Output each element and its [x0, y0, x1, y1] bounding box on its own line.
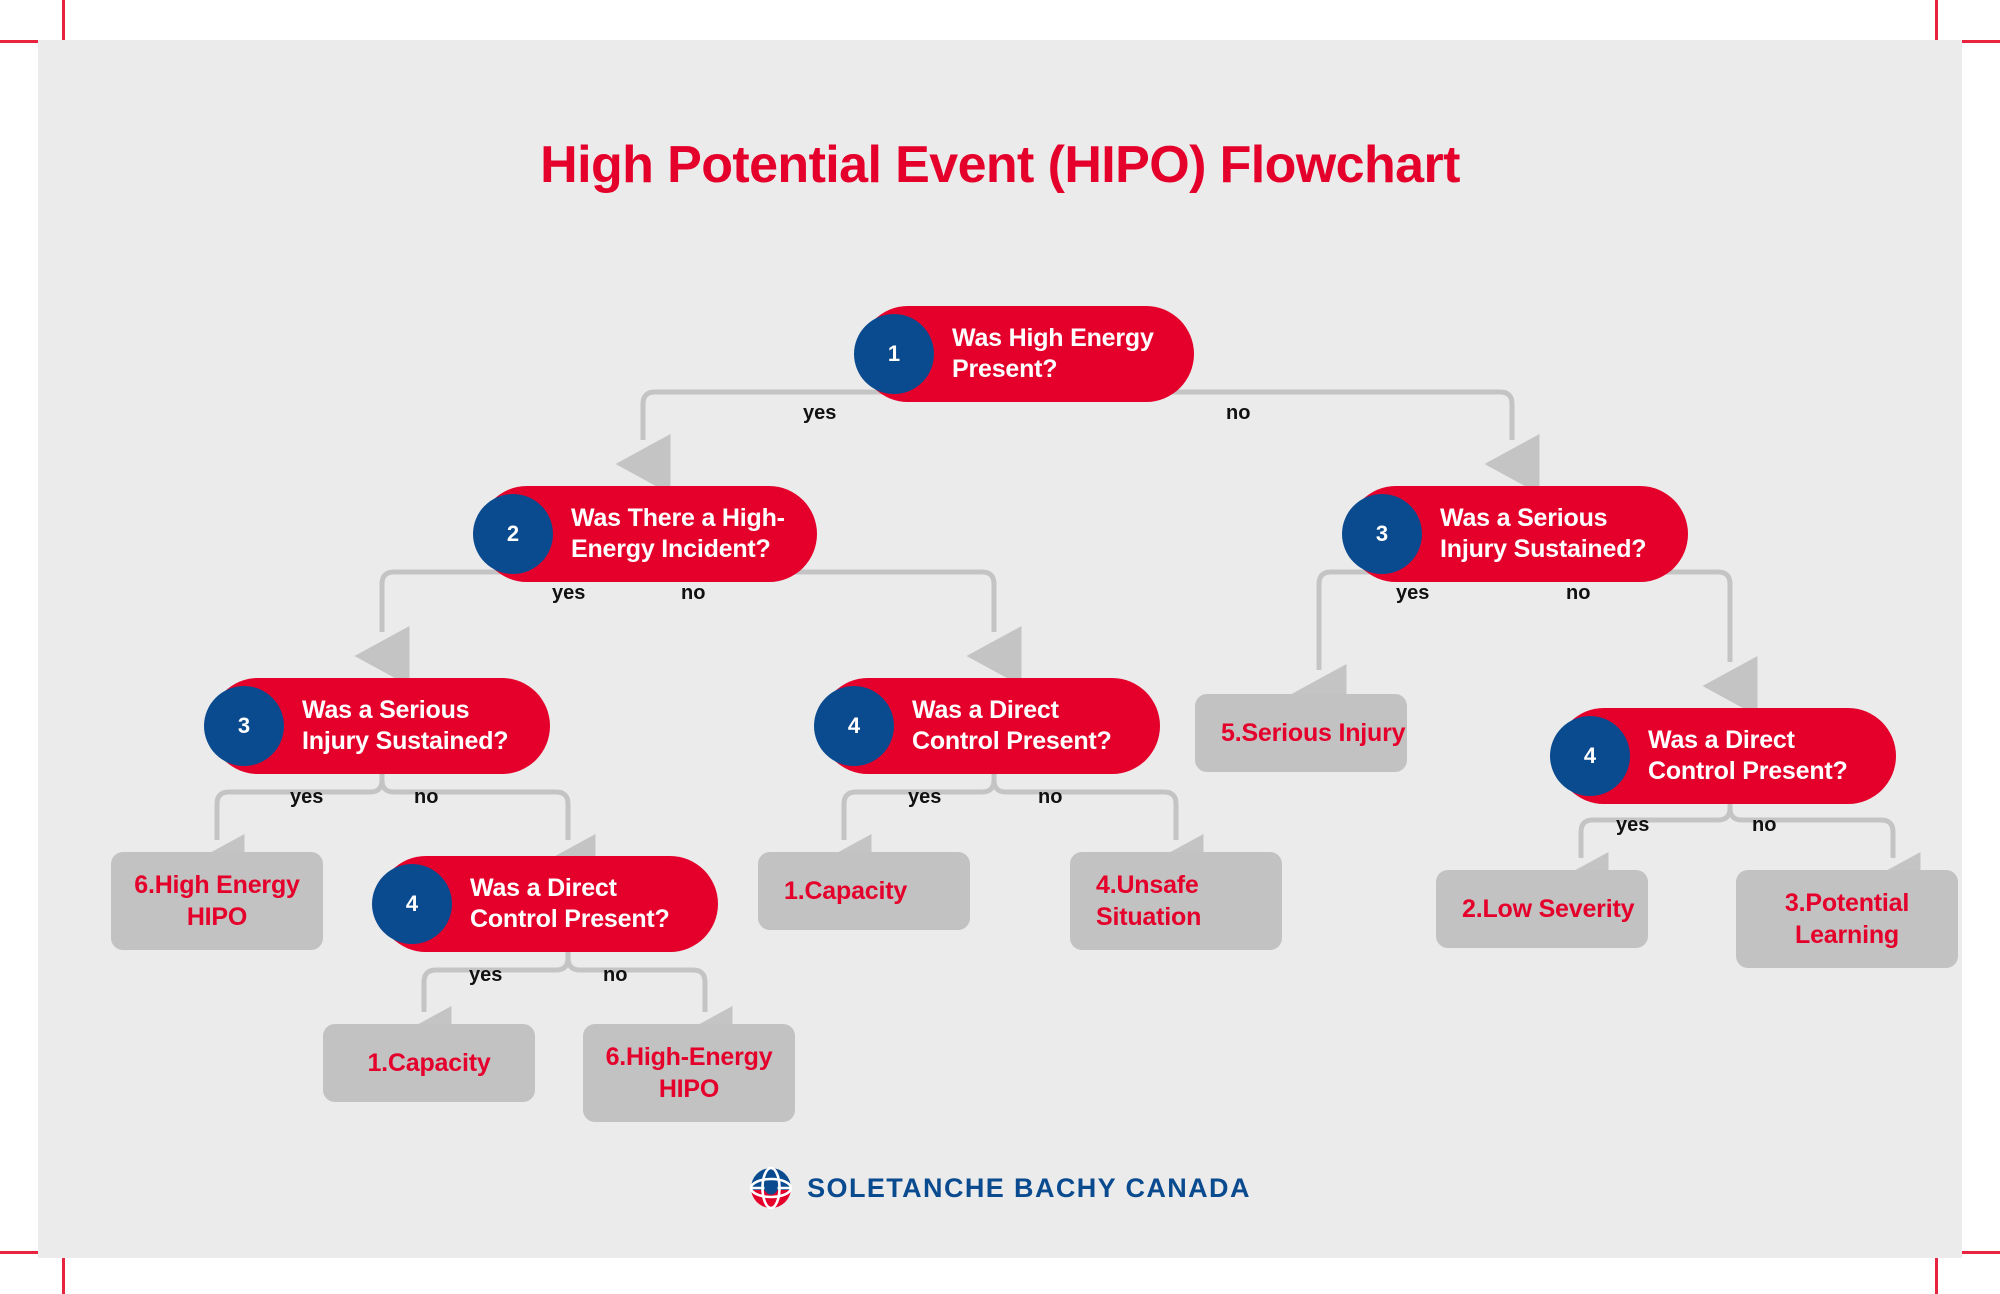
globe-icon	[749, 1166, 793, 1210]
edge-label-q1-no: no	[1226, 402, 1251, 424]
terminal-low-severity[interactable]: 2.Low Severity	[1436, 870, 1648, 948]
decision-node-3-right[interactable]: 3 Was a Serious Injury Sustained?	[1342, 486, 1688, 582]
terminal-high-energy-hipo-a[interactable]: 6.High Energy HIPO	[111, 852, 323, 950]
node-number-badge: 2	[473, 494, 553, 574]
flowchart-panel: High Potential Event (HIPO) Flowchart	[38, 40, 1962, 1258]
node-number-badge: 1	[854, 314, 934, 394]
decision-node-4-middle[interactable]: 4 Was a Direct Control Present?	[814, 678, 1160, 774]
decision-node-3-left[interactable]: 3 Was a Serious Injury Sustained?	[204, 678, 550, 774]
terminal-high-energy-hipo-b[interactable]: 6.High-Energy HIPO	[583, 1024, 795, 1122]
edge-label-q4right-yes: yes	[1616, 814, 1650, 836]
node-question-text: Was a Direct Control Present?	[1648, 725, 1848, 786]
brand-name: SOLETANCHE BACHY CANADA	[807, 1172, 1251, 1203]
page-title: High Potential Event (HIPO) Flowchart	[540, 135, 1460, 194]
node-question-text: Was High Energy Present?	[952, 323, 1154, 384]
node-number-badge: 3	[204, 686, 284, 766]
node-question-text: Was There a High-Energy Incident?	[571, 503, 785, 564]
terminal-capacity-a[interactable]: 1.Capacity	[758, 852, 970, 930]
edge-label-q2-yes: yes	[552, 582, 586, 604]
terminal-potential-learning[interactable]: 3.Potential Learning	[1736, 870, 1958, 968]
edge-label-q1-yes: yes	[803, 402, 837, 424]
terminal-serious-injury[interactable]: 5.Serious Injury	[1195, 694, 1407, 772]
node-question-text: Was a Serious Injury Sustained?	[1440, 503, 1647, 564]
edge-label-q4bottom-yes: yes	[469, 964, 503, 986]
decision-node-1[interactable]: 1 Was High Energy Present?	[854, 306, 1194, 402]
node-question-text: Was a Serious Injury Sustained?	[302, 695, 509, 756]
node-question-text: Was a Direct Control Present?	[912, 695, 1112, 756]
edge-label-q3left-no: no	[414, 786, 439, 808]
edge-label-q2-no: no	[681, 582, 706, 604]
edge-label-q4middle-no: no	[1038, 786, 1063, 808]
terminal-capacity-b[interactable]: 1.Capacity	[323, 1024, 535, 1102]
edge-label-q3right-no: no	[1566, 582, 1591, 604]
node-question-text: Was a Direct Control Present?	[470, 873, 670, 934]
node-number-badge: 4	[372, 864, 452, 944]
edge-label-q4middle-yes: yes	[908, 786, 942, 808]
node-number-badge: 4	[814, 686, 894, 766]
footer-logo: SOLETANCHE BACHY CANADA	[38, 1166, 1962, 1210]
node-number-badge: 4	[1550, 716, 1630, 796]
decision-node-4-right[interactable]: 4 Was a Direct Control Present?	[1550, 708, 1896, 804]
edge-label-q4right-no: no	[1752, 814, 1777, 836]
edge-label-q4bottom-no: no	[603, 964, 628, 986]
terminal-unsafe-situation[interactable]: 4.Unsafe Situation	[1070, 852, 1282, 950]
decision-node-2[interactable]: 2 Was There a High-Energy Incident?	[473, 486, 817, 582]
edge-label-q3left-yes: yes	[290, 786, 324, 808]
node-number-badge: 3	[1342, 494, 1422, 574]
decision-node-4-bottom[interactable]: 4 Was a Direct Control Present?	[372, 856, 718, 952]
edge-label-q3right-yes: yes	[1396, 582, 1430, 604]
